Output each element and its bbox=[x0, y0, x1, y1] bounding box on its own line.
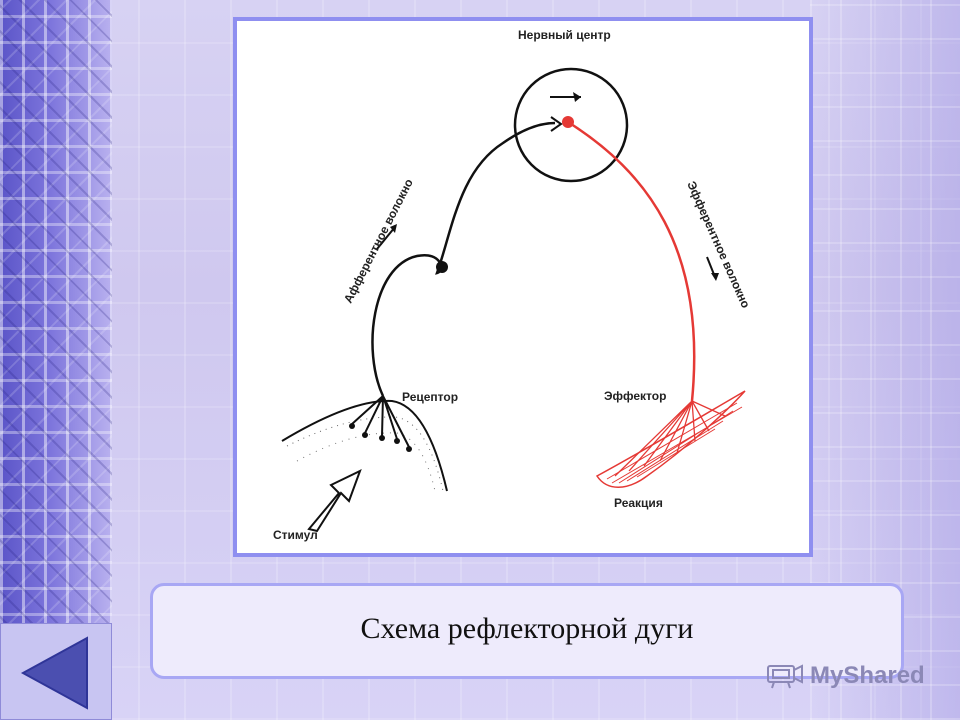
afferent-arrow-head bbox=[390, 224, 397, 233]
back-button[interactable] bbox=[0, 623, 112, 720]
skin-shading bbox=[286, 416, 444, 492]
effector-fibers bbox=[606, 402, 743, 484]
receptor-ending bbox=[362, 432, 368, 438]
diagram-frame: Нервный центр Афферентное волокно Эффере… bbox=[233, 17, 813, 557]
skin-surface bbox=[281, 399, 448, 492]
left-decorative-strip bbox=[0, 0, 112, 720]
label-effector: Эффектор bbox=[604, 389, 667, 403]
receptor-ending bbox=[394, 438, 400, 444]
reflex-arc-diagram bbox=[281, 67, 746, 533]
label-reaction: Реакция bbox=[614, 496, 663, 510]
watermark-text: MyShared bbox=[810, 662, 925, 689]
receptor-ending bbox=[379, 435, 385, 441]
afferent-fiber bbox=[371, 121, 556, 397]
slide-caption: Схема рефлекторной дуги bbox=[360, 612, 694, 645]
receptor-branch bbox=[351, 395, 410, 448]
label-receptor: Рецептор bbox=[402, 390, 459, 404]
effector-branches bbox=[614, 400, 726, 477]
afferent-ganglion bbox=[436, 261, 448, 273]
nerve-center-circle bbox=[513, 67, 629, 183]
label-stimulus: Стимул bbox=[273, 528, 318, 542]
label-nerve-center: Нервный центр bbox=[518, 28, 611, 42]
synapse-mark bbox=[550, 116, 563, 132]
efferent-arrow-head bbox=[711, 273, 719, 281]
receptor-ending bbox=[349, 423, 355, 429]
watermark: MyShared bbox=[766, 654, 936, 694]
back-triangle-icon bbox=[20, 636, 88, 710]
projector-icon bbox=[767, 664, 803, 689]
stimulus-arrow bbox=[307, 469, 362, 533]
efferent-fiber bbox=[567, 120, 696, 402]
receptor-ending bbox=[406, 446, 412, 452]
nerve-center-arrow-head bbox=[573, 92, 581, 102]
afferent-arrow bbox=[376, 226, 396, 250]
caption-box: Схема рефлекторной дуги bbox=[150, 583, 904, 679]
